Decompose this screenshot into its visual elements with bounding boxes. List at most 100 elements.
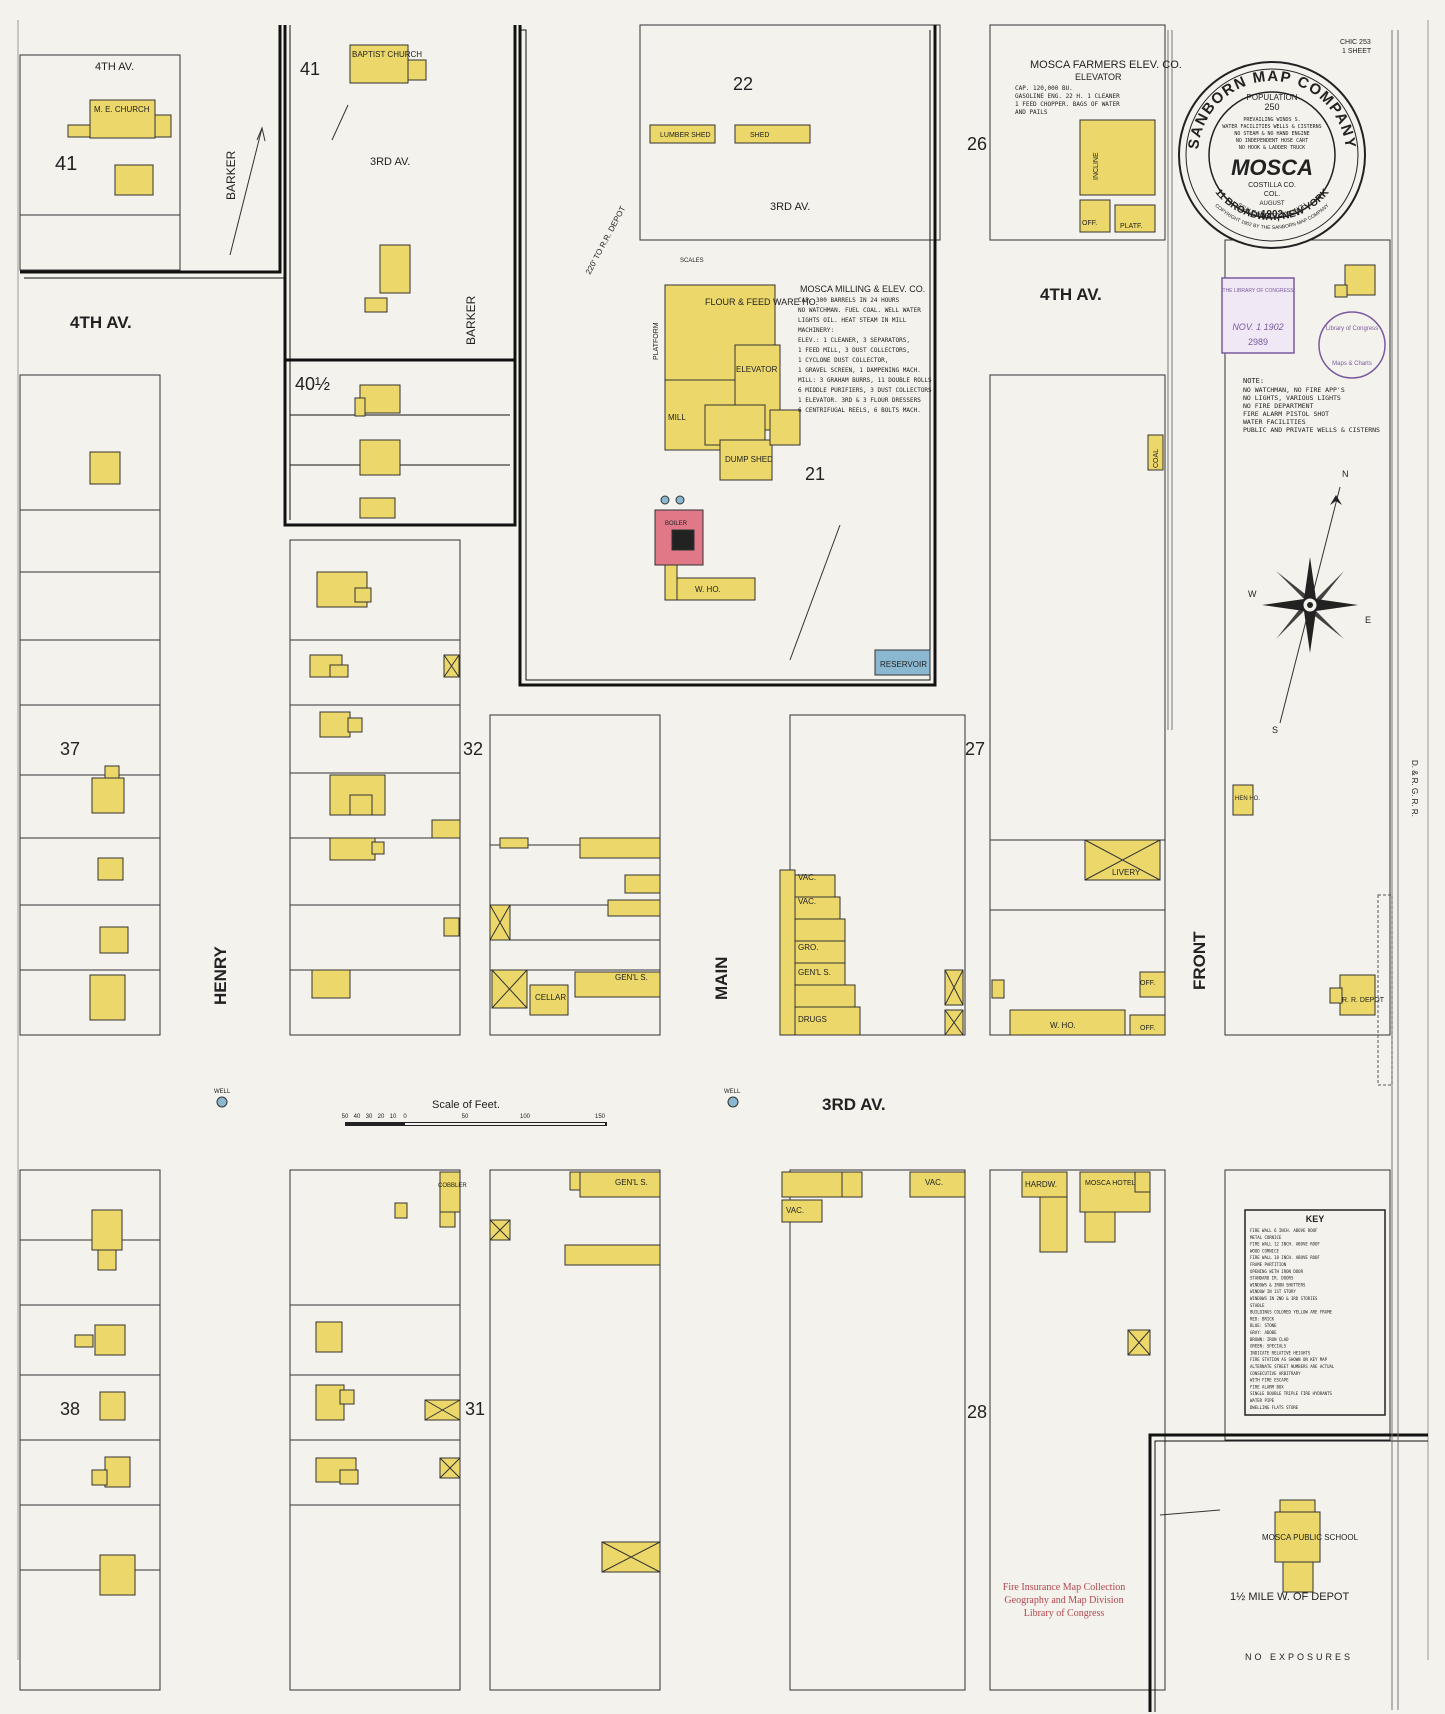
- scale-tick-2: 30: [366, 1114, 373, 1120]
- block-number-38: 38: [60, 1399, 80, 1419]
- heavy-outlines: [20, 25, 1428, 1712]
- scale-tick-3: 20: [378, 1114, 385, 1120]
- compass-n: N: [1342, 469, 1349, 479]
- mill-note-line-5: 1 FEED MILL, 3 DUST COLLECTORS,: [798, 347, 910, 354]
- bottom-stamp-line-3: Library of Congress: [1024, 1608, 1105, 1619]
- corner-code: CHIC 253: [1340, 39, 1371, 46]
- vac-label-1: VAC.: [798, 873, 816, 882]
- farmers-note-line-2: 1 FEED CHOPPER. BAGS OF WATER: [1015, 101, 1120, 108]
- key-line-15: GRAY: ADOBE: [1250, 1330, 1277, 1335]
- block-number-32: 32: [463, 739, 483, 759]
- lumber-shed: [649, 124, 716, 144]
- hardware: [1021, 1171, 1068, 1198]
- street-henry: HENRY: [211, 945, 230, 1005]
- depot-dist: 220' TO R.R. DEPOT: [584, 205, 628, 276]
- general-store: [794, 984, 856, 1008]
- key-line-19: FIRE STATION AS SHOWN ON KEY MAP: [1250, 1357, 1328, 1362]
- off-label: OFF.: [1082, 220, 1097, 227]
- block-number-27: 27: [965, 739, 985, 759]
- loc-stamp-2: Library of Congress Maps & Charts: [1318, 311, 1386, 379]
- key-line-5: FRAME PARTITION: [1250, 1262, 1287, 1267]
- mill-note-line-0: CAP. 300 BARRELS IN 24 HOURS: [798, 297, 900, 304]
- railroad-tracks: [1167, 30, 1399, 1710]
- street-barker-b: BARKER: [464, 295, 478, 345]
- farmers-note-line-3: AND PAILS: [1015, 109, 1048, 116]
- key-line-9: WINDOW IN 1ST STORY: [1250, 1289, 1296, 1294]
- street-4th-av-left: 4TH AV.: [70, 313, 132, 332]
- boiler-label: BOILER: [665, 521, 688, 527]
- rrdepot-label: R. R. DEPOT: [1342, 997, 1385, 1004]
- note-line-4: WATER FACILITIES: [1243, 418, 1306, 426]
- seal-note-line-2: NO STEAM & NO HAND ENGINE: [1234, 131, 1309, 137]
- cellar-label: CELLAR: [535, 993, 566, 1002]
- compass-w: W: [1248, 589, 1257, 599]
- seal-note-line-0: PREVAILING WINDS S.: [1243, 117, 1300, 123]
- vac-label-3: VAC.: [925, 1178, 943, 1187]
- scale-tick-6: 50: [462, 1114, 469, 1120]
- key-line-1: METAL CORNICE: [1250, 1235, 1282, 1240]
- mill-note-line-9: 6 MIDDLE PURIFIERS, 3 DUST COLLECTORS: [798, 387, 932, 394]
- reservoir-label: RESERVOIR: [880, 660, 927, 669]
- key-line-24: SINGLE DOUBLE TRIPLE FIRE HYDRANTS: [1250, 1391, 1332, 1396]
- bottom-stamp-line-2: Geography and Map Division: [1004, 1595, 1123, 1606]
- block-number-21: 21: [805, 464, 825, 484]
- hotel-label: MOSCA HOTEL: [1085, 1180, 1136, 1187]
- baptist-label: BAPTIST CHURCH: [352, 50, 422, 59]
- bottom-stamp-line-1: Fire Insurance Map Collection: [1003, 1582, 1125, 1593]
- note-line-0: NO WATCHMAN, NO FIRE APP'S: [1243, 386, 1345, 394]
- well-label-1: WELL: [214, 1089, 231, 1095]
- off-label-3: OFF.: [1140, 1025, 1155, 1032]
- compass-s: S: [1272, 725, 1278, 735]
- key-line-0: FIRE WALL 6 INCH. ABOVE ROOF: [1250, 1228, 1318, 1233]
- elevator-label: ELEVATOR: [736, 365, 778, 374]
- mile-label: 1½ MILE W. OF DEPOT: [1230, 1591, 1349, 1603]
- gro-label: GRO.: [798, 943, 818, 952]
- note-line-5: PUBLIC AND PRIVATE WELLS & CISTERNS: [1243, 426, 1380, 434]
- dwelling: [359, 439, 401, 476]
- flour-label: FLOUR & FEED WARE HO.: [705, 297, 818, 307]
- incline-label: INCLINE: [1093, 152, 1100, 180]
- note-line-3: FIRE ALARM PISTOL SHOT: [1243, 410, 1329, 418]
- key-line-4: FIRE WALL 18 INCH. ABOVE ROOF: [1250, 1255, 1320, 1260]
- platform-label: PLATFORM: [653, 322, 660, 360]
- noexp-label: NO EXPOSURES: [1245, 1652, 1353, 1662]
- sheet-border: [17, 20, 1429, 1660]
- block-outlines: [19, 24, 1391, 1691]
- dwelling: [311, 969, 351, 999]
- buildings: [67, 44, 1376, 1596]
- key-line-6: OPENING WITH IRON DOOR: [1250, 1269, 1304, 1274]
- scales-label: SCALES: [680, 258, 704, 264]
- loc-stamp-1-line-2: NOV. 1 1902: [1232, 322, 1283, 332]
- dwelling: [89, 451, 121, 485]
- north-arrow-icons: [229, 104, 1221, 1516]
- block-number-31: 31: [465, 1399, 485, 1419]
- farmers-note-line-0: CAP. 120,000 BU.: [1015, 85, 1073, 92]
- mill-label: MILL: [668, 413, 686, 422]
- farmers-elevator: [1079, 119, 1156, 196]
- seal-note-line-1: WATER FACILITIES WELLS & CISTERNS: [1222, 124, 1321, 130]
- key-line-3: WOOD CORNICE: [1250, 1248, 1279, 1253]
- scale-tick-0: 50: [342, 1114, 349, 1120]
- dwelling: [91, 1209, 123, 1251]
- mill-note-line-10: 1 ELEVATOR. 3RD & 3 FLOUR DRESSERS: [798, 397, 921, 404]
- note-line-2: NO FIRE DEPARTMENT: [1243, 402, 1314, 410]
- street-3rd-av-small-b: 3RD AV.: [770, 201, 810, 213]
- platform-depot: [1377, 894, 1393, 1086]
- seal-population-label: POPULATION: [1247, 93, 1298, 102]
- school-label: MOSCA PUBLIC SCHOOL: [1262, 1533, 1359, 1542]
- dwelling: [114, 164, 154, 196]
- dump-shed: [719, 439, 773, 481]
- reservoir: [874, 649, 931, 676]
- hand-paints: [579, 837, 661, 859]
- dwelling: [94, 1324, 126, 1356]
- wh-label-2: W. HO.: [1050, 1021, 1076, 1030]
- dwelling: [89, 974, 126, 1021]
- block-number-37: 37: [60, 739, 80, 759]
- dwelling: [1344, 264, 1376, 296]
- hen-house: [1232, 784, 1254, 816]
- key-line-10: WINDOWS IN 2ND & 3RD STORIES: [1250, 1296, 1318, 1301]
- corner-sheet: 1 SHEET: [1342, 48, 1372, 55]
- block-number-26: 26: [967, 134, 987, 154]
- dwelling: [99, 1554, 136, 1596]
